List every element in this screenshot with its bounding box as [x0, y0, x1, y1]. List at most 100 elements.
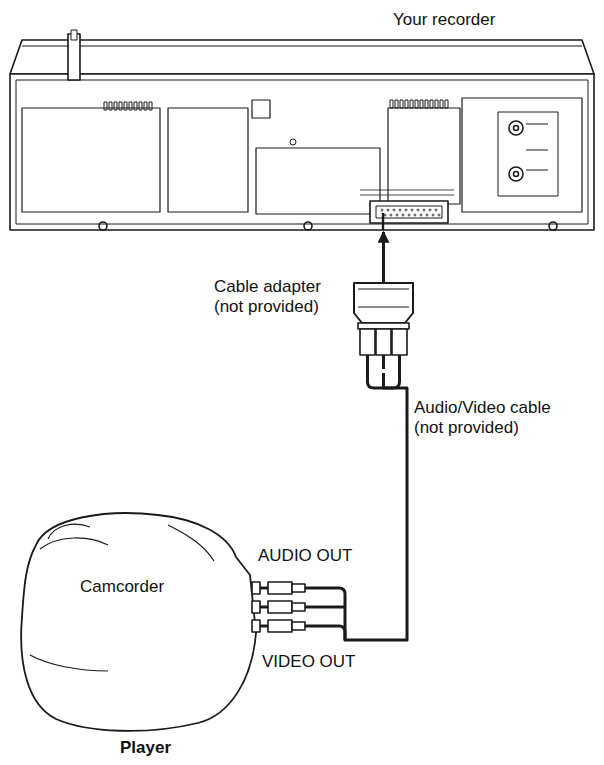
recorder-drawing [426, 214, 428, 216]
recorder-drawing [129, 102, 132, 110]
camcorder-drawing [268, 601, 292, 613]
recorder-drawing [402, 214, 404, 216]
cable-label: Audio/Video cable (not provided) [414, 398, 574, 439]
cable-wires [305, 588, 345, 607]
recorder-box: Your recorder [8, 38, 596, 232]
recorder-drawing [432, 214, 434, 216]
recorder-drawing [415, 100, 418, 108]
recorder-drawing [420, 100, 423, 108]
recorder-drawing [423, 209, 425, 211]
camcorder-drawing [252, 582, 260, 594]
recorder-drawing [99, 222, 107, 230]
recorder-drawing [514, 126, 519, 131]
recorder-drawing [462, 98, 582, 212]
camcorder-drawing [21, 513, 305, 731]
recorder-drawing [408, 214, 410, 216]
camcorder-drawing [260, 625, 268, 628]
camcorder-drawing [40, 538, 108, 549]
part-label: Cable adapter (not provided) [214, 277, 346, 318]
camcorder-drawing [48, 524, 90, 539]
recorder-drawing [549, 222, 557, 230]
cable-wires [368, 369, 384, 388]
recorder-drawing [400, 100, 403, 108]
recorder-drawing [414, 214, 416, 216]
camcorder-drawing [252, 582, 305, 632]
recorder-drawing [104, 102, 107, 110]
recorder-drawing [438, 214, 440, 216]
adapter-drawing [366, 355, 369, 369]
recorder-drawing [104, 102, 152, 110]
cable-wires [305, 588, 345, 640]
camcorder-drawing [252, 620, 260, 632]
recorder-drawing [109, 102, 112, 110]
camcorder-drawing [292, 584, 305, 592]
recorder-drawing [390, 100, 448, 108]
camcorder-drawing [30, 655, 108, 671]
adapter-drawing [358, 307, 409, 308]
camcorder-drawing [292, 603, 305, 611]
recorder-drawing [410, 100, 413, 108]
camcorder-drawing [252, 620, 305, 632]
recorder-drawing [390, 214, 392, 216]
recorder-drawing [290, 139, 296, 145]
recorder-drawing [526, 170, 548, 171]
recorder-drawing [68, 34, 80, 80]
camcorder-drawing [268, 582, 292, 594]
recorder-drawing [10, 40, 594, 74]
port-label: AUDIO OUT [258, 546, 352, 566]
camcorder-drawing [292, 622, 305, 630]
recorder-drawing [526, 124, 548, 125]
recorder-drawing [396, 214, 398, 216]
recorder-drawing [256, 148, 380, 214]
recorder-drawing [149, 102, 152, 110]
camcorder-drawing [252, 601, 260, 613]
recorder-drawing [430, 100, 433, 108]
recorder-drawing [498, 112, 558, 196]
recorder-drawing [399, 209, 401, 211]
camcorder-drawing [168, 525, 214, 561]
recorder-drawing [393, 209, 395, 211]
cable-wires [384, 369, 400, 388]
recorder-drawing [382, 213, 384, 230]
recorder-drawing [22, 108, 160, 212]
recorder-drawing [304, 222, 312, 230]
adapter-drawing [358, 323, 409, 329]
device-label: Camcorder [80, 577, 164, 597]
recorder-drawing [144, 102, 147, 110]
recorder-drawing [360, 195, 454, 196]
adapter-drawing [398, 355, 401, 369]
recorder-drawing [509, 121, 523, 135]
camcorder-drawing [252, 582, 305, 594]
recorder-drawing [168, 108, 248, 212]
recorder-drawing [509, 167, 523, 181]
adapter-drawing [354, 283, 413, 323]
recorder-drawing [445, 100, 448, 108]
recorder-drawing [119, 102, 122, 110]
recorder-drawing [435, 209, 437, 211]
recorder-drawing [381, 209, 440, 216]
adapter-drawing [360, 329, 375, 355]
recorder-drawing [381, 209, 383, 211]
recorder-drawing [22, 46, 582, 47]
heading-label: Your recorder [393, 10, 495, 30]
recorder-drawing [420, 214, 422, 216]
adapter-drawing [392, 329, 407, 355]
port-label: VIDEO OUT [262, 652, 356, 672]
recorder-drawing [370, 201, 448, 223]
adapter-drawing [376, 329, 391, 355]
recorder-drawing [16, 80, 588, 224]
recorder-drawing [435, 100, 438, 108]
camcorder-drawing [260, 606, 268, 609]
recorder-drawing [395, 100, 398, 108]
recorder-drawing [405, 209, 407, 211]
recorder-drawing [387, 209, 389, 211]
recorder-drawing [411, 209, 413, 211]
recorder-drawing [134, 102, 137, 110]
recorder-drawing [429, 209, 431, 211]
adapter-drawing [354, 283, 413, 369]
camcorder-drawing [260, 587, 268, 590]
cable-connector [382, 232, 385, 283]
recorder-drawing [440, 100, 443, 108]
